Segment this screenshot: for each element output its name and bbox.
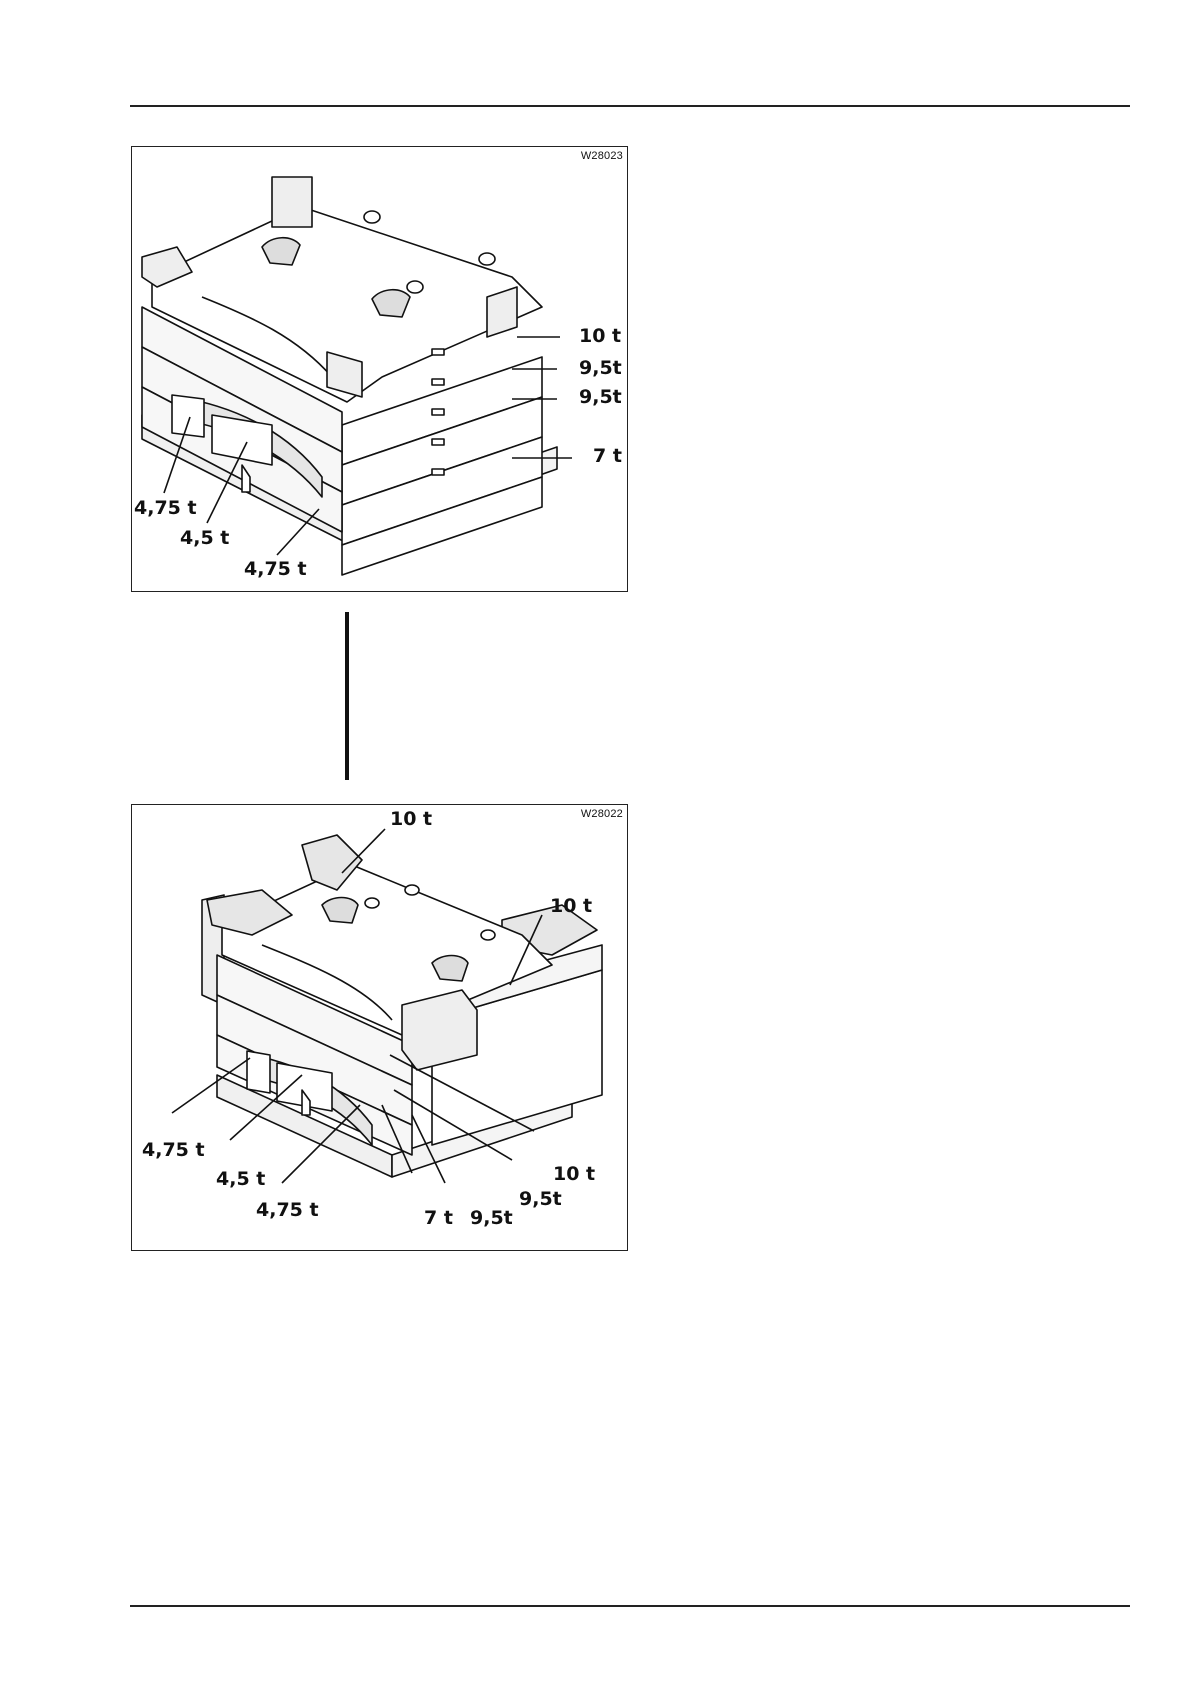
weight-label-9-5t-lower: 9,5t [579, 388, 622, 407]
change-bar [345, 612, 349, 780]
header-rule [130, 105, 1130, 107]
figure-counterweight-stack-1: W28023 [131, 146, 628, 592]
figure-counterweight-stack-2: W28022 [131, 804, 628, 1251]
weight-label-4-75t-bottom: 4,75 t [256, 1201, 319, 1220]
weight-label-9-5t-upper: 9,5t [579, 359, 622, 378]
weight-label-10t-top: 10 t [390, 810, 432, 829]
weight-label-9-5t-middle: 9,5t [519, 1190, 562, 1209]
weight-label-9-5t-bottom: 9,5t [470, 1209, 513, 1228]
weight-label-4-5t: 4,5 t [216, 1170, 265, 1189]
weight-label-4-5t: 4,5 t [180, 529, 229, 548]
weight-label-7t: 7 t [424, 1209, 453, 1228]
weight-label-10t-right: 10 t [550, 897, 592, 916]
weight-label-7t: 7 t [593, 447, 622, 466]
footer-rule [130, 1605, 1130, 1607]
weight-label-4-75t-left: 4,75 t [142, 1141, 205, 1160]
weight-label-4-75t-right: 4,75 t [244, 560, 307, 579]
weight-label-10t: 10 t [579, 327, 621, 346]
counterweight-illustration [132, 147, 627, 591]
weight-label-10t-lower: 10 t [553, 1165, 595, 1184]
weight-label-4-75t-left: 4,75 t [134, 499, 197, 518]
